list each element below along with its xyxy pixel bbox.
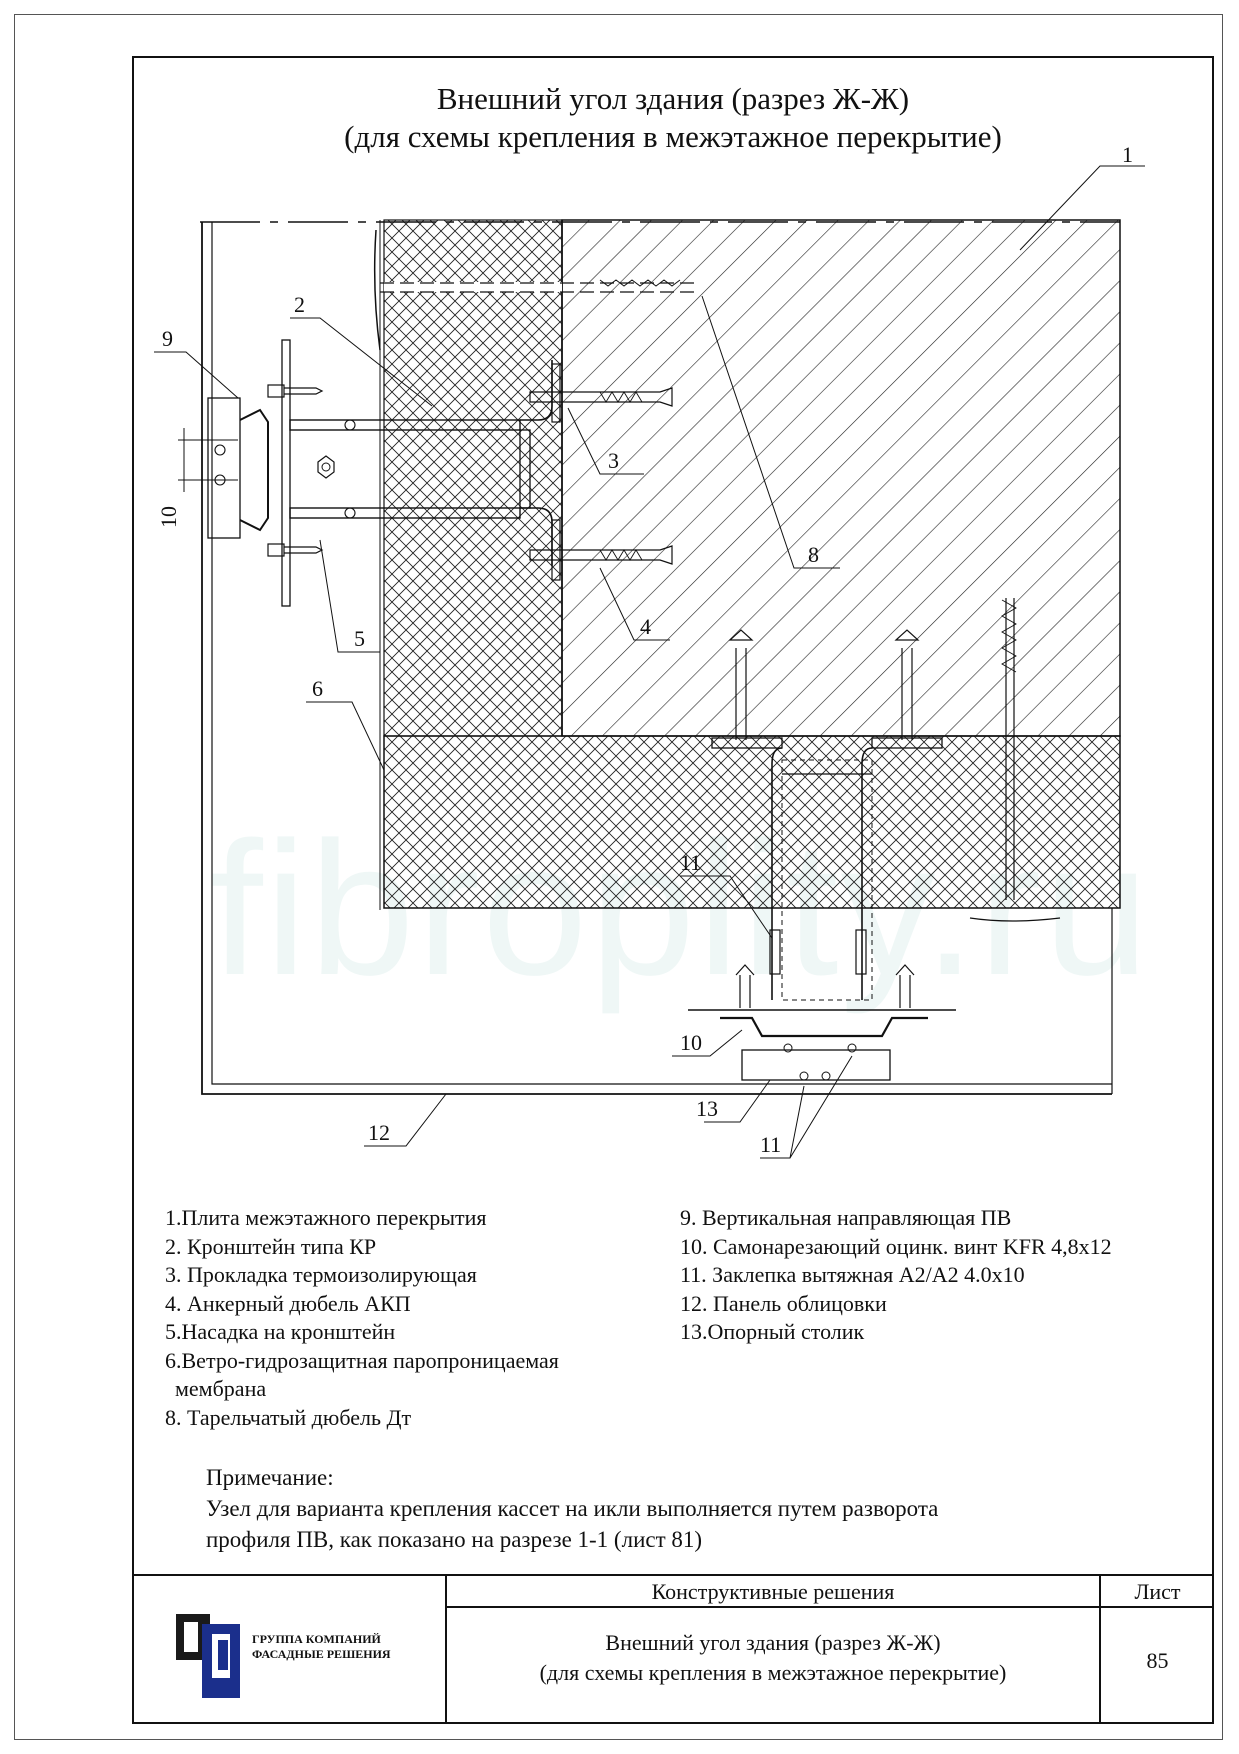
callout-13: 13 — [696, 1096, 718, 1121]
company-line-2: ФАСАДНЫЕ РЕШЕНИЯ — [252, 1647, 391, 1661]
legend-item-2: 2. Кронштейн типа КР — [165, 1233, 377, 1259]
leader-10b — [672, 1029, 743, 1057]
note-line-1: Узел для варианта крепления кассет на ик… — [206, 1496, 939, 1521]
sheet-number: 85 — [1146, 1648, 1169, 1673]
leader-1 — [1019, 165, 1145, 251]
legend-item-13: 13.Опорный столик — [680, 1319, 865, 1344]
leader-3 — [567, 407, 644, 475]
callout-9: 9 — [162, 326, 173, 351]
callout-10b: 10 — [680, 1030, 702, 1055]
callout-12: 12 — [368, 1120, 390, 1145]
facing-panel — [201, 222, 1113, 1095]
callout-4: 4 — [640, 614, 651, 639]
legend-item-11: 11. Заклепка вытяжная А2/А2 4.0х10 — [680, 1262, 1025, 1287]
callout-6: 6 — [312, 676, 323, 701]
title-line-2: (для схемы крепления в межэтажное перекр… — [344, 119, 1002, 154]
legend-item-1: 1.Плита межэтажного перекрытия — [165, 1205, 487, 1230]
sheet-frame — [132, 56, 1214, 1724]
callout-11a: 11 — [680, 850, 701, 875]
legend-item-6: 6.Ветро-гидрозащитная паропроницаемая — [165, 1347, 559, 1373]
disk-dowel — [373, 229, 700, 351]
stamp-title-line-2: (для схемы крепления в межэтажное перекр… — [539, 1660, 1007, 1685]
company-line-1: ГРУППА КОМПАНИЙ — [252, 1632, 381, 1646]
leader-4 — [599, 567, 670, 641]
legend-right: 9. Вертикальная направляющая ПВ 10. Само… — [680, 1204, 1112, 1347]
callout-1: 1 — [1122, 142, 1133, 167]
stamp-title-line-1: Внешний угол здания (разрез Ж-Ж) — [605, 1630, 941, 1655]
leader-9 — [154, 351, 239, 399]
legend-item-6-cont: мембрана — [175, 1376, 267, 1401]
legend-item-8: 8. Тарельчатый дюбель Дт — [165, 1404, 412, 1430]
callout-10a: 10 — [156, 506, 181, 528]
dimension-10 — [178, 428, 238, 492]
leader-13 — [704, 1079, 771, 1123]
legend-item-12: 12. Панель облицовки — [680, 1290, 887, 1316]
legend-item-5: 5.Насадка на кронштейн — [165, 1319, 396, 1344]
callout-5: 5 — [354, 626, 365, 651]
note-line-2: профиля ПВ, как показано на разрезе 1-1 … — [206, 1527, 703, 1552]
title-block: ГРУППА КОМПАНИЙ ФАСАДНЫЕ РЕШЕНИЯ Констру… — [132, 1574, 1214, 1724]
legend-item-9: 9. Вертикальная направляющая ПВ — [680, 1205, 1012, 1230]
callout-3: 3 — [608, 448, 619, 473]
callout-11b: 11 — [760, 1132, 781, 1157]
callout-8: 8 — [808, 542, 819, 567]
leader-12 — [364, 1093, 447, 1147]
company-logo-icon — [176, 1614, 240, 1698]
legend-left: 1.Плита межэтажного перекрытия 2. Кроншт… — [165, 1204, 559, 1432]
callout-2: 2 — [294, 292, 305, 317]
insulation-vertical — [383, 219, 563, 737]
outer-frame — [14, 14, 1223, 1740]
legend-item-3: 3. Прокладка термоизолирующая — [165, 1262, 477, 1287]
stamp-title: Внешний угол здания (разрез Ж-Ж) (для сх… — [447, 1628, 1099, 1688]
long-dowel — [969, 598, 1061, 922]
leader-8 — [701, 295, 840, 569]
bracket-horizontal — [688, 629, 956, 1081]
legend-item-10: 10. Самонарезающий оцинк. винт KFR 4,8х1… — [680, 1233, 1112, 1259]
title-line-1: Внешний угол здания (разрез Ж-Ж) — [436, 81, 910, 116]
note: Примечание: Узел для варианта крепления … — [206, 1462, 938, 1555]
company-name: ГРУППА КОМПАНИЙ ФАСАДНЫЕ РЕШЕНИЯ — [252, 1632, 391, 1662]
leader-lines — [154, 165, 1145, 1159]
leader-2 — [290, 317, 433, 407]
bracket-vertical — [207, 339, 673, 607]
legend-item-4: 4. Анкерный дюбель АКП — [165, 1290, 411, 1316]
insulation-horizontal — [383, 735, 1121, 909]
stamp-header: Конструктивные решения — [651, 1579, 895, 1604]
drawing-title: Внешний угол здания (разрез Ж-Ж) (для сх… — [132, 80, 1214, 156]
floor-slab — [561, 219, 1121, 737]
leader-6 — [306, 701, 385, 771]
leader-5 — [319, 539, 380, 653]
leader-11b — [760, 1055, 853, 1159]
leader-11a — [680, 875, 773, 939]
sheet-label: Лист — [1134, 1579, 1181, 1604]
note-heading: Примечание: — [206, 1465, 334, 1490]
